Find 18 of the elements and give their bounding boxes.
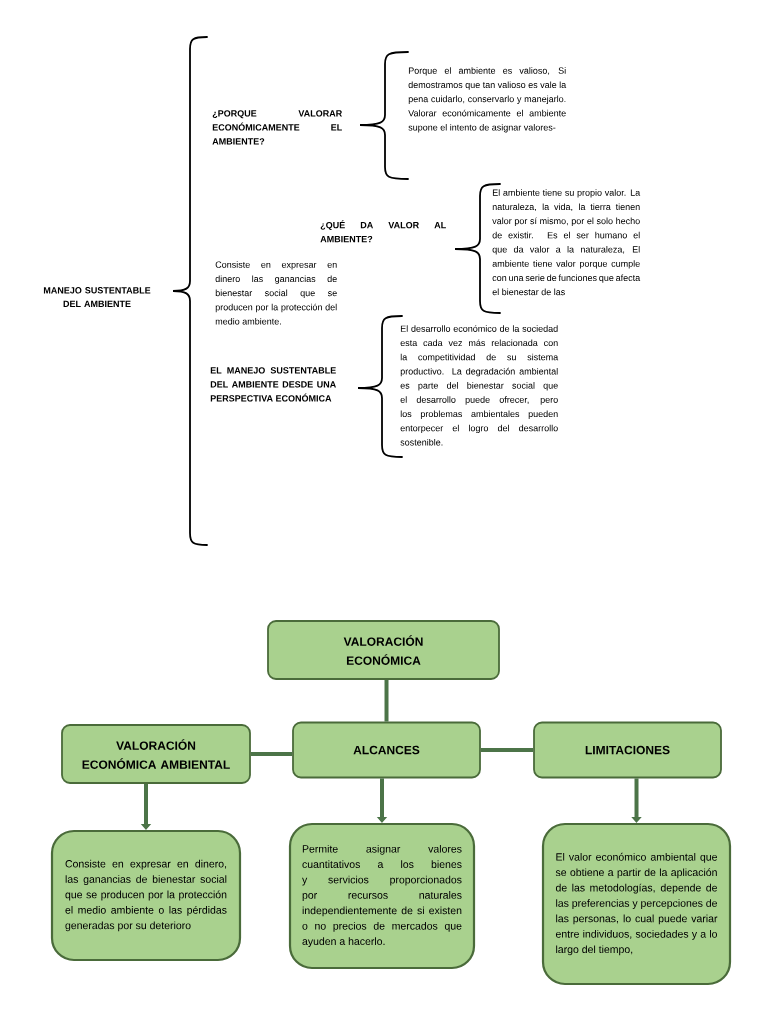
question-heading: EL MANEJO SUSTENTABLE DEL AMBIENTE DESDE UNA PERSPECTIVA ECONÓMICA bbox=[210, 367, 336, 402]
definition-paragraph: Consiste en expresar en dinero las ganancias de bienestar social que se producen por la protección del medio ambiente. bbox=[215, 261, 337, 325]
topic-heading: MANEJO SUSTENTABLE DEL AMBIENTE bbox=[43, 287, 151, 307]
question-heading: ¿QUÉ DA VALOR AL AMBIENTE? bbox=[320, 220, 446, 243]
question-heading: ¿PORQUE VALORAR ECONÓMICAMENTE EL AMBIENTE? bbox=[212, 110, 342, 145]
description-box: Permite asignar valores cuantitativos a los bienes y servicios proporcionados por recursos naturales independientemente de si existen o no precios de mercados que ayuden a hacerlo. bbox=[288, 822, 476, 970]
concept-box: VALORACIÓN ECONÓMICA bbox=[267, 620, 500, 680]
connector-line bbox=[250, 752, 293, 756]
answer-paragraph: Porque el ambiente es valioso, Si demostramos que tan valioso es vale la pena cuidarlo, conservarlo y manejarlo. Valorar económicamente el ambiente supone el intento de asignar valores- bbox=[408, 67, 567, 133]
connector-line bbox=[480, 748, 534, 752]
description-box: Consiste en expresar en dinero, las ganancias de bienestar social que se producen por la protección el medio ambiente o las pérdidas generadas por su deterioro bbox=[50, 829, 242, 962]
answer-paragraph: El desarrollo económico de la sociedad esta cada vez más relacionada con la competitividad de su sistema productivo. La degradación ambiental es parte del bienestar social que el desarrollo puede ofrecer, pero los problemas ambientales pueden entorpecer el logro del desarrollo sostenible. bbox=[400, 325, 559, 446]
concept-box: ALCANCES bbox=[292, 721, 481, 779]
description-box: El valor económico ambiental que se obtiene a partir de la aplicación de las metodologías, depende de las preferencias y percepciones de las personas, lo cual puede variar entre individuos, sociedades y a lo largo del tiempo, bbox=[541, 822, 732, 986]
concept-box: LIMITACIONES bbox=[533, 721, 722, 779]
concept-box: VALORACIÓN ECONÓMICA AMBIENTAL bbox=[61, 724, 251, 784]
answer-paragraph: El ambiente tiene su propio valor. La naturaleza, la vida, la tierra tienen valor por sí mismo, por el solo hecho de existir. Es el ser humano el que da valor a la naturaleza, El ambiente tiene valor porque cumple con una serie de funciones que afecta el bienestar de las bbox=[492, 189, 641, 296]
connector-line bbox=[384, 679, 389, 722]
